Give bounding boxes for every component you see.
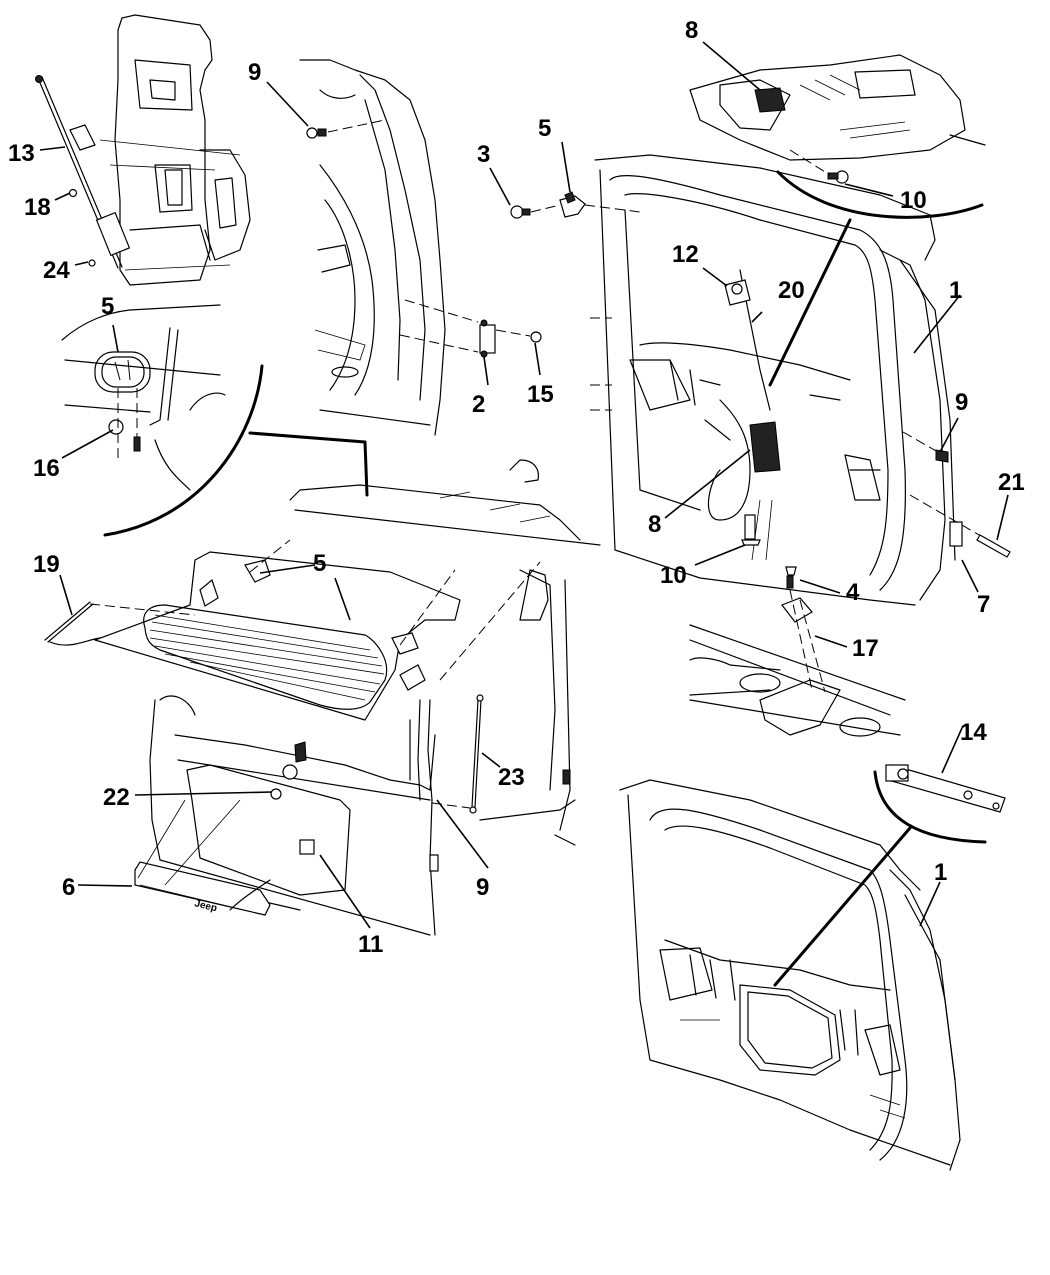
callout-9-bottom: 9	[476, 874, 489, 901]
callout-8-top: 8	[685, 17, 698, 44]
callout-10-mid: 10	[660, 562, 687, 589]
callout-22: 22	[103, 784, 130, 811]
inset-latch-top	[689, 54, 986, 387]
callout-7: 7	[977, 591, 990, 618]
inset-check-strap	[873, 764, 1006, 844]
callout-5-glass-left: 5	[313, 550, 326, 577]
leader-lines	[39, 41, 1009, 929]
striker-floor-view	[689, 566, 906, 737]
callout-1-bottom: 1	[934, 859, 947, 886]
callout-12: 12	[672, 241, 699, 268]
callout-1-top: 1	[949, 277, 962, 304]
callout-6: 6	[62, 874, 75, 901]
callout-21: 21	[998, 469, 1025, 496]
jeep-badge: Jeep	[193, 898, 218, 914]
callout-2: 2	[472, 391, 485, 418]
callout-9-right: 9	[955, 389, 968, 416]
liftgate-inner-view-upper	[590, 154, 1011, 606]
callout-10-top: 10	[900, 187, 927, 214]
callout-14: 14	[960, 719, 987, 746]
inset-glass-prop-pillar	[35, 14, 251, 286]
callout-15: 15	[527, 381, 554, 408]
liftgate-exterior-view	[44, 459, 601, 936]
callout-24: 24	[43, 257, 70, 284]
callout-11: 11	[358, 931, 383, 958]
callout-3: 3	[477, 141, 490, 168]
callout-5-left: 5	[101, 293, 114, 320]
inset-d-pillar	[299, 59, 542, 436]
callout-18: 18	[24, 194, 51, 221]
callout-16: 16	[33, 455, 60, 482]
callout-17: 17	[852, 635, 879, 662]
callout-5-top: 5	[538, 115, 551, 142]
inset-hinge-mount	[61, 304, 369, 537]
callout-13: 13	[8, 140, 35, 167]
callout-8-mid: 8	[648, 511, 661, 538]
callout-20: 20	[778, 277, 805, 304]
liftgate-inner-view-lower	[619, 779, 961, 1171]
callout-labels: 13 18 24 9 5 16 3 5 2 15 8 10 12 20 1 9 …	[8, 17, 1025, 958]
callout-4: 4	[846, 579, 860, 606]
callout-19: 19	[33, 551, 60, 578]
callout-23: 23	[498, 764, 525, 791]
callout-9-top: 9	[248, 59, 261, 86]
hinge-bolt-group	[510, 191, 641, 219]
